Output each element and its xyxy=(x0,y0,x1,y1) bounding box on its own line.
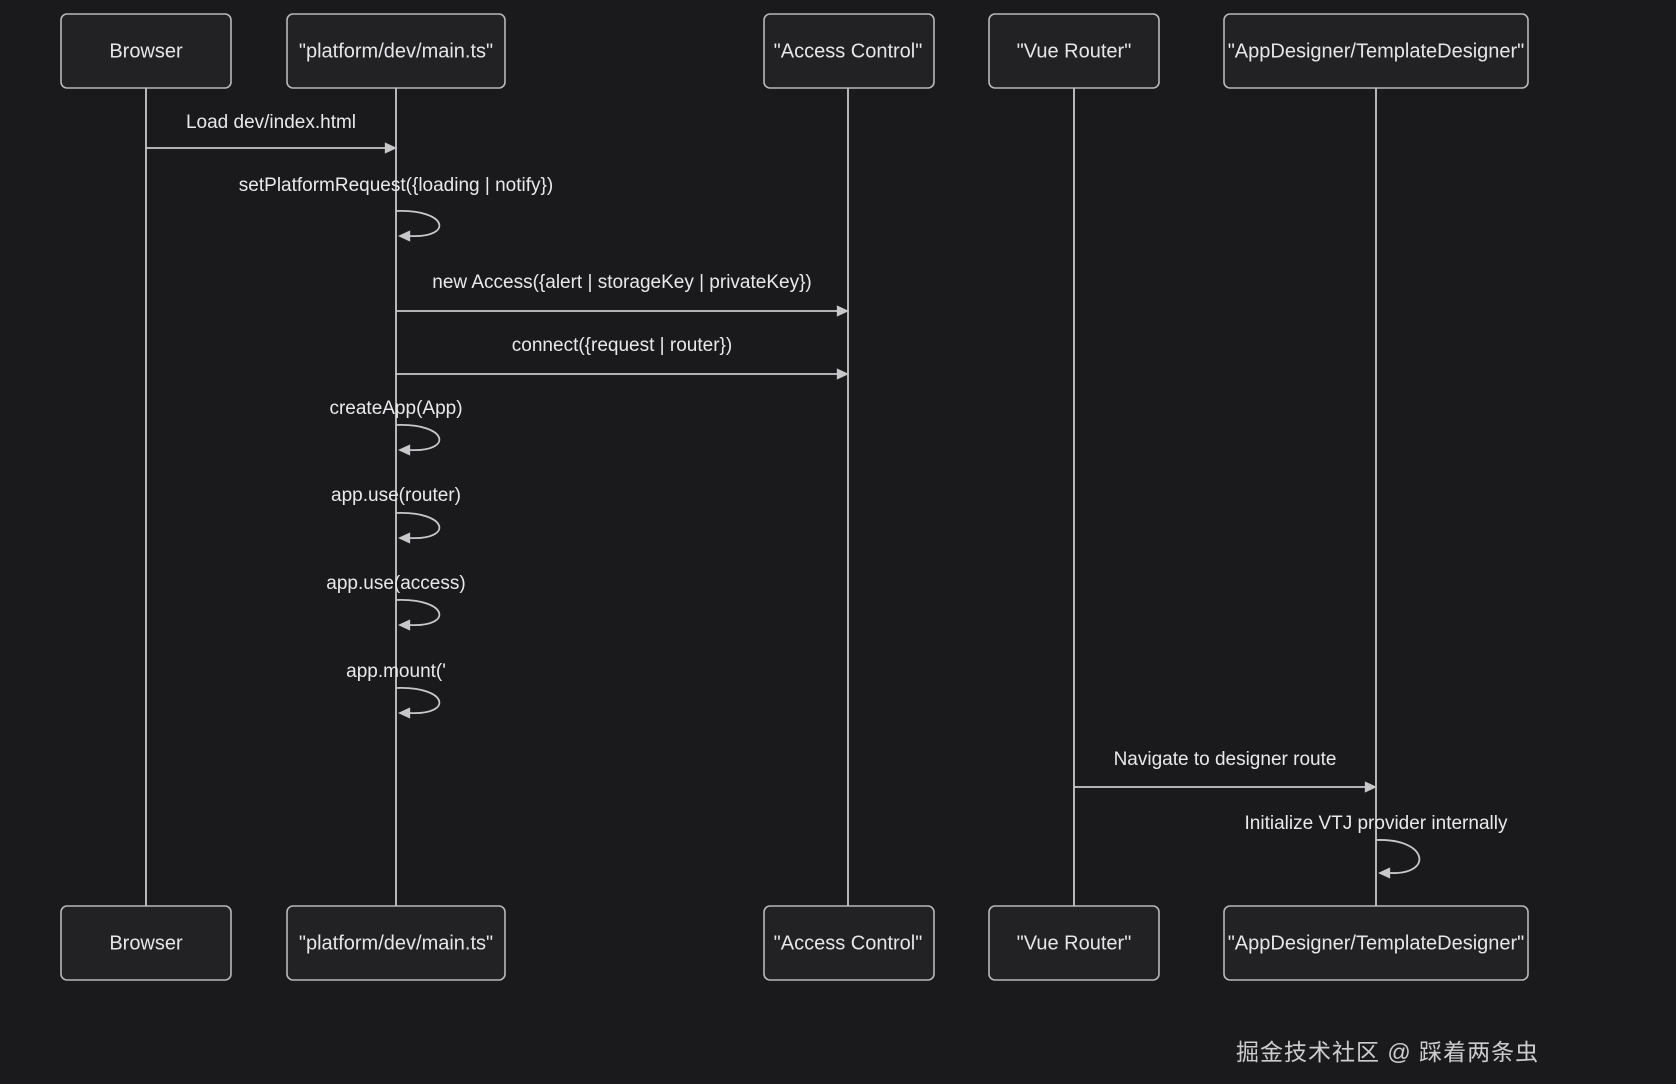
actors-bottom-group: Browser "platform/dev/main.ts" "Access Con… xyxy=(60,905,1529,981)
message-label: app.use(access) xyxy=(326,573,465,594)
actor-label: "Vue Router" xyxy=(1017,40,1132,62)
actor-box xyxy=(60,13,232,89)
self-message-loop xyxy=(395,512,441,539)
actor-maints-bottom[interactable]: "platform/dev/main.ts" xyxy=(286,905,506,981)
actor-browser-top[interactable]: Browser xyxy=(60,13,232,89)
actor-box xyxy=(763,13,935,89)
lifelines-group xyxy=(145,88,1377,906)
arrowhead xyxy=(398,619,411,631)
actor-label: Browser xyxy=(109,40,183,62)
message-m5[interactable]: createApp(App) xyxy=(329,398,463,456)
actor-box xyxy=(988,905,1160,981)
self-message-loop xyxy=(395,424,441,451)
arrowhead xyxy=(384,142,397,154)
arrowhead xyxy=(398,230,411,242)
actor-box xyxy=(1223,905,1529,981)
arrowhead xyxy=(1364,781,1377,793)
message-label: createApp(App) xyxy=(329,398,462,419)
self-message-loop xyxy=(1375,839,1421,874)
message-label: new Access({alert | storageKey | private… xyxy=(432,272,812,293)
message-m8[interactable]: app.mount(' xyxy=(346,661,446,719)
arrowhead xyxy=(398,444,411,456)
self-message-loop xyxy=(395,599,441,626)
message-m4[interactable]: connect({request | router}) xyxy=(396,335,849,380)
message-label: setPlatformRequest({loading | notify}) xyxy=(239,175,553,196)
message-m10[interactable]: Initialize VTJ provider internally xyxy=(1245,813,1508,879)
actor-box xyxy=(286,13,506,89)
actor-label: "Access Control" xyxy=(774,932,923,954)
message-label: connect({request | router}) xyxy=(512,335,732,356)
self-message-loop xyxy=(395,210,441,237)
actor-box xyxy=(286,905,506,981)
actor-router-bottom[interactable]: "Vue Router" xyxy=(988,905,1160,981)
actor-browser-bottom[interactable]: Browser xyxy=(60,905,232,981)
message-m7[interactable]: app.use(access) xyxy=(326,573,466,631)
arrowhead xyxy=(1378,867,1391,879)
actor-label: "platform/dev/main.ts" xyxy=(299,40,493,62)
actor-label: "AppDesigner/TemplateDesigner" xyxy=(1228,40,1525,62)
message-label: app.use(router) xyxy=(331,485,461,506)
arrowhead xyxy=(398,532,411,544)
actor-access-top[interactable]: "Access Control" xyxy=(763,13,935,89)
actors-top-group: Browser "platform/dev/main.ts" "Access Con… xyxy=(60,13,1529,89)
actor-router-top[interactable]: "Vue Router" xyxy=(988,13,1160,89)
message-m3[interactable]: new Access({alert | storageKey | private… xyxy=(396,272,849,317)
actor-label: Browser xyxy=(109,932,183,954)
actor-access-bottom[interactable]: "Access Control" xyxy=(763,905,935,981)
actor-designer-top[interactable]: "AppDesigner/TemplateDesigner" xyxy=(1223,13,1529,89)
self-message-loop xyxy=(395,687,441,714)
message-label: Load dev/index.html xyxy=(186,112,356,133)
actor-label: "platform/dev/main.ts" xyxy=(299,932,493,954)
arrowhead xyxy=(836,305,849,317)
actor-maints-top[interactable]: "platform/dev/main.ts" xyxy=(286,13,506,89)
actor-label: "Access Control" xyxy=(774,40,923,62)
arrowhead xyxy=(836,368,849,380)
actor-label: "AppDesigner/TemplateDesigner" xyxy=(1228,932,1525,954)
actor-box xyxy=(60,905,232,981)
message-m1[interactable]: Load dev/index.html xyxy=(146,112,397,154)
watermark-text: 掘金技术社区 @ 踩着两条虫 xyxy=(1236,1039,1540,1065)
actor-designer-bottom[interactable]: "AppDesigner/TemplateDesigner" xyxy=(1223,905,1529,981)
message-label: Navigate to designer route xyxy=(1114,749,1337,770)
message-label: app.mount(' xyxy=(346,661,446,682)
message-m2[interactable]: setPlatformRequest({loading | notify}) xyxy=(239,175,553,242)
message-m6[interactable]: app.use(router) xyxy=(331,485,461,544)
arrowhead xyxy=(398,707,411,719)
actor-box xyxy=(1223,13,1529,89)
message-m9[interactable]: Navigate to designer route xyxy=(1074,749,1377,793)
actor-box xyxy=(763,905,935,981)
message-label: Initialize VTJ provider internally xyxy=(1245,813,1508,834)
actor-box xyxy=(988,13,1160,89)
messages-group: Load dev/index.html setPlatformRequest({l… xyxy=(146,112,1508,879)
actor-label: "Vue Router" xyxy=(1017,932,1132,954)
